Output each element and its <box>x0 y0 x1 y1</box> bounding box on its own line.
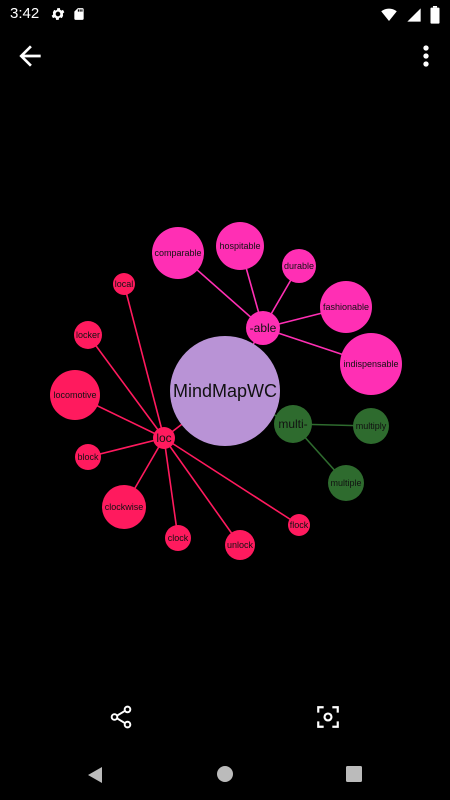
app-bar <box>0 28 450 84</box>
nav-home-button[interactable] <box>216 765 234 783</box>
bottom-actions <box>0 700 450 736</box>
node-locker[interactable]: locker <box>74 321 102 349</box>
center-node[interactable]: MindMapWC <box>170 336 280 446</box>
center-focus-icon <box>317 706 339 728</box>
battery-icon <box>430 6 440 24</box>
node-unlock-circle <box>225 530 255 560</box>
node-multiply-circle <box>353 408 389 444</box>
node-flock[interactable]: flock <box>288 514 310 536</box>
center-focus-button[interactable] <box>315 704 341 730</box>
node-clock-label: clock <box>168 533 189 543</box>
node-locomotive[interactable]: locomotive <box>50 370 100 420</box>
node-multiple-circle <box>328 465 364 501</box>
edge-loc-locker <box>87 334 165 439</box>
node-clockwise-label: clockwise <box>105 502 144 512</box>
edge-loc-flock <box>163 437 300 526</box>
edge-loc-block <box>87 437 165 458</box>
branch-node-multi-circle <box>274 405 312 443</box>
system-nav-bar <box>0 752 450 800</box>
center-node-label: MindMapWC <box>173 381 277 401</box>
node-local[interactable]: local <box>113 273 135 295</box>
mindmap-canvas[interactable]: comparable hospitable durable fashionable in… <box>0 84 450 690</box>
branch-node-multi-label: multi- <box>278 417 307 431</box>
center-node-circle <box>170 336 280 446</box>
node-flock-label: flock <box>290 520 309 530</box>
node-flock-circle <box>288 514 310 536</box>
branch-node-multi[interactable]: multi- <box>274 405 312 443</box>
node-fashionable-circle <box>320 281 372 333</box>
node-block-circle <box>75 444 101 470</box>
edge-loc-clock <box>163 437 179 539</box>
edge-loc-unlock <box>163 437 241 546</box>
share-icon <box>110 705 132 729</box>
node-block[interactable]: block <box>75 444 101 470</box>
node-local-label: local <box>115 279 134 289</box>
nav-recents-icon <box>346 766 362 782</box>
node-hospitable-label: hospitable <box>219 241 260 251</box>
node-hospitable[interactable]: hospitable <box>216 222 264 270</box>
node-block-label: block <box>77 452 99 462</box>
node-indispensable[interactable]: indispensable <box>340 333 402 395</box>
edge-loc-local <box>123 283 165 439</box>
node-multiply[interactable]: multiply <box>353 408 389 444</box>
node-clock[interactable]: clock <box>165 525 191 551</box>
node-hospitable-circle <box>216 222 264 270</box>
node-multiply-label: multiply <box>356 421 387 431</box>
node-indispensable-label: indispensable <box>343 359 398 369</box>
node-comparable-label: comparable <box>154 248 201 258</box>
node-indispensable-circle <box>340 333 402 395</box>
status-time: 3:42 <box>10 5 40 22</box>
node-unlock[interactable]: unlock <box>225 530 255 560</box>
node-unlock-label: unlock <box>227 540 254 550</box>
node-locomotive-label: locomotive <box>53 390 96 400</box>
gear-icon <box>51 8 65 20</box>
nav-recents-button[interactable] <box>345 765 363 783</box>
status-bar: 3:42 <box>0 0 450 28</box>
node-clock-circle <box>165 525 191 551</box>
node-comparable[interactable]: comparable <box>152 227 204 279</box>
node-fashionable-label: fashionable <box>323 302 369 312</box>
signal-icon <box>407 8 421 22</box>
branch-node-loc[interactable]: loc <box>153 427 175 449</box>
branch-node-able-label: -able <box>250 321 277 335</box>
branch-node-able[interactable]: -able <box>246 311 280 345</box>
nav-back-icon <box>88 767 102 783</box>
sd-card-icon <box>74 8 84 20</box>
node-durable-circle <box>282 249 316 283</box>
overflow-menu-button[interactable] <box>416 40 436 72</box>
branch-node-loc-circle <box>153 427 175 449</box>
nav-home-icon <box>217 766 233 782</box>
node-locomotive-circle <box>50 370 100 420</box>
node-durable-label: durable <box>284 261 314 271</box>
more-vertical-icon <box>423 45 429 67</box>
node-multiple[interactable]: multiple <box>328 465 364 501</box>
node-local-circle <box>113 273 135 295</box>
node-clockwise[interactable]: clockwise <box>102 485 146 529</box>
branch-node-loc-label: loc <box>156 431 171 445</box>
arrow-left-icon <box>19 45 41 67</box>
node-comparable-circle <box>152 227 204 279</box>
nav-back-button[interactable] <box>84 764 106 786</box>
node-locker-circle <box>74 321 102 349</box>
node-multiple-label: multiple <box>330 478 361 488</box>
node-fashionable[interactable]: fashionable <box>320 281 372 333</box>
node-durable[interactable]: durable <box>282 249 316 283</box>
mindmap-nodes: comparable hospitable durable fashionable in… <box>50 222 402 560</box>
back-button[interactable] <box>14 40 46 72</box>
node-clockwise-circle <box>102 485 146 529</box>
node-locker-label: locker <box>76 330 100 340</box>
share-button[interactable] <box>108 704 134 730</box>
wifi-icon <box>381 8 397 21</box>
branch-node-able-circle <box>246 311 280 345</box>
